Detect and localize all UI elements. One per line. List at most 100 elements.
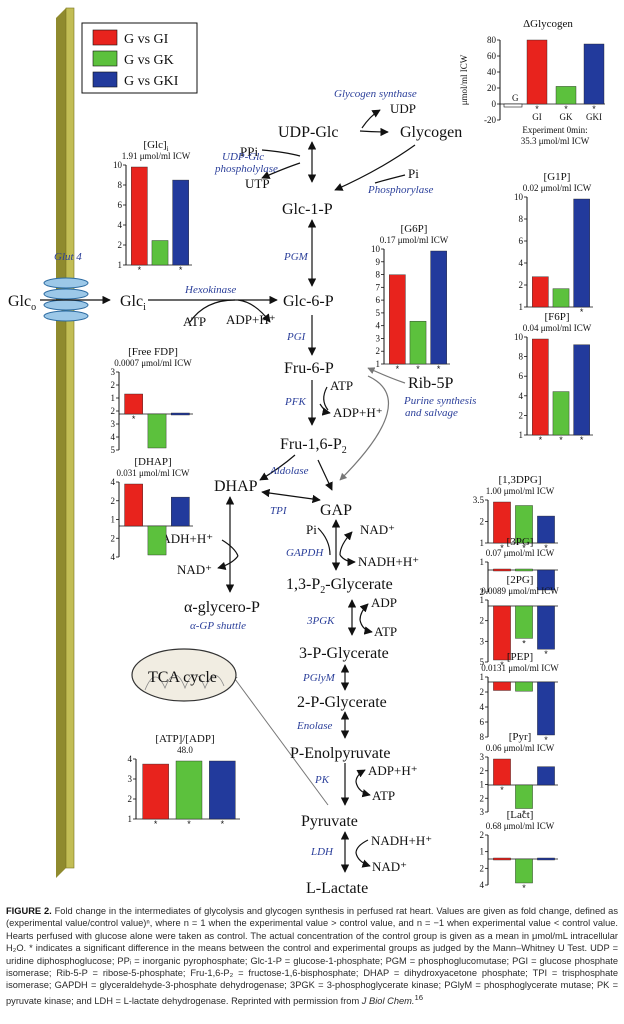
chart-glci-tick-label: 2 (118, 240, 123, 250)
chart-lact-title-main: [Lact] (507, 809, 534, 821)
chart-glci-title: [Glc]i (143, 139, 168, 153)
enzyme-glut4: Glut 4 (54, 251, 82, 263)
chart-f6p-tick-label: 8 (519, 352, 524, 362)
chart-fdp-tick-label: 5 (111, 445, 116, 455)
chart-lact-tick-label: 2 (480, 863, 485, 873)
chart-glycogen-bar-gk (555, 86, 577, 105)
chart-pg2-bar-gki (537, 605, 555, 650)
metabolite-udp-glc: UDP-Glc (278, 124, 338, 141)
chart-bpg13-significance-gk: * (522, 543, 526, 553)
chart-glycogen-control-bar (503, 103, 523, 108)
cofactor-ppi: PPi (240, 144, 258, 159)
chart-pg3-title: [3PG] (507, 536, 534, 548)
legend-swatch-gk (92, 50, 118, 67)
chart-dhap-bar-gi (124, 483, 143, 527)
chart-fdp-tick-label: 3 (111, 419, 116, 429)
chart-pyr-significance-gk: * (522, 809, 526, 819)
chart-pg2-bar-gi (493, 605, 511, 661)
chart-f6p-tick-label: 1 (519, 430, 524, 440)
chart-g1p-bar-gi (532, 276, 549, 308)
metabolite-glc-i: Glci (120, 293, 146, 313)
chart-fdp-tick-label: 4 (111, 432, 116, 442)
chart-pyr-tick-label: 2 (480, 793, 485, 803)
chart-dhap-tick-label: 2 (111, 496, 116, 506)
chart-g6p-tick-label: 7 (376, 282, 381, 292)
metabolite-glc-o: Glco (8, 293, 36, 313)
enzyme-enolase: Enolase (296, 720, 333, 732)
chart-glycogen-control-label: G (512, 93, 519, 103)
cofactor-atp-pfk: ATP (330, 378, 353, 393)
chart-pep-bar-gi (493, 681, 511, 691)
enzyme-pgm: PGM (283, 251, 309, 263)
chart-pg3-tick-label: 1 (480, 557, 485, 567)
chart-bpg13-title: [1,3DPG] (498, 474, 541, 486)
legend-label-gki: G vs GKI (124, 74, 179, 89)
chart-pyr-bar-gk (515, 784, 533, 809)
chart-pg2-significance-gk: * (522, 638, 526, 648)
chart-pg2-significance-gi: * (500, 660, 504, 670)
chart-g1p-tick-label: 8 (519, 214, 524, 224)
chart-fdp-title: [Free FDP] (128, 346, 178, 358)
chart-bpg13-tick-label: 3.5 (473, 495, 485, 505)
chart-glycogen-tick-label: 0 (492, 99, 497, 109)
chart-fdp-tick-label: 2 (111, 406, 116, 416)
chart-f6p-significance-gki: * (580, 435, 584, 445)
cofactor-adp-hexokinase: ADP+H⁺ (226, 312, 276, 327)
chart-fdp-significance-gi: * (132, 414, 136, 424)
chart-pyr-tick-label: 3 (480, 752, 485, 762)
chart-pyr-title-main: [Pyr] (509, 731, 532, 743)
chart-g6p-tick-label: 6 (376, 295, 381, 305)
chart-atp-bar-gk (175, 760, 203, 820)
chart-g1p-tick-label: 1 (519, 302, 524, 312)
enzymes: Glycogen synthase UDP-Glc phospholylase … (54, 88, 476, 858)
chart-glci-bar-gk (151, 240, 169, 266)
chart-pg2-tick-label: 1 (480, 595, 485, 605)
chart-dhap-tick-label: 4 (111, 477, 116, 487)
chart-glci-title-sub: i (167, 145, 169, 153)
enzyme-pk: PK (314, 774, 330, 786)
chart-g6p-bar-gk (409, 320, 427, 365)
cofactor-atp-pk: ATP (372, 788, 395, 803)
legend-label-gk: G vs GK (124, 53, 174, 68)
enzyme-glycogen-synthase: Glycogen synthase (334, 88, 417, 100)
cofactor-nadh-ldh: NADH+H⁺ (371, 833, 432, 848)
chart-pep-significance-gki: * (544, 735, 548, 745)
metabolite-gap: GAP (320, 502, 352, 519)
chart-pg3-tick-label: 2 (480, 587, 485, 597)
cofactor-adp-pgk: ADP (371, 595, 397, 610)
chart-dhap-bar-gk (147, 525, 167, 556)
chart-glci-title-main: [Glc] (143, 139, 166, 151)
chart-g1p-tick-label: 2 (519, 280, 524, 290)
chart-pep-bar-gk (515, 681, 533, 692)
chart-glycogen-category-gki: GKI (586, 112, 602, 122)
chart-pep-title: [PEP] (507, 651, 533, 663)
cofactor-nad-agp: NAD⁺ (177, 562, 212, 577)
enzyme-tpi: TPI (270, 505, 288, 517)
chart-pg2-bar-gk (515, 605, 533, 639)
cofactor-adp-pfk: ADP+H⁺ (333, 405, 383, 420)
chart-pep-title-main: [PEP] (507, 651, 533, 663)
metabolite-rib-5p: Rib-5P (408, 375, 453, 392)
chart-dhap-bar-gki (171, 496, 190, 527)
chart-glycogen-bar-gki (583, 43, 605, 105)
chart-pyr-significance-gi: * (500, 785, 504, 795)
chart-pep-bar-gki (537, 681, 555, 736)
chart-g6p-tick-label: 3 (376, 333, 381, 343)
chart-pg3-subtitle: 0.07 μmol/ml ICW (486, 548, 555, 558)
chart-pep-tick-label: 1 (480, 672, 485, 682)
chart-glycogen-note-1: Experiment 0min: (522, 125, 587, 135)
cofactor-pi-phosphorylase: Pi (408, 166, 419, 181)
legend: G vs GI G vs GK G vs GKI (81, 22, 198, 94)
chart-g1p-title: [G1P] (544, 171, 571, 183)
chart-lact-bar-gk (515, 858, 533, 884)
metabolite-glc-1-p: Glc-1-P (282, 201, 333, 218)
chart-glci-bar-gi (131, 166, 148, 266)
cofactor-nad-ldh: NAD⁺ (372, 859, 407, 874)
caption-text: Fold change in the intermediates of glyc… (6, 906, 618, 1006)
